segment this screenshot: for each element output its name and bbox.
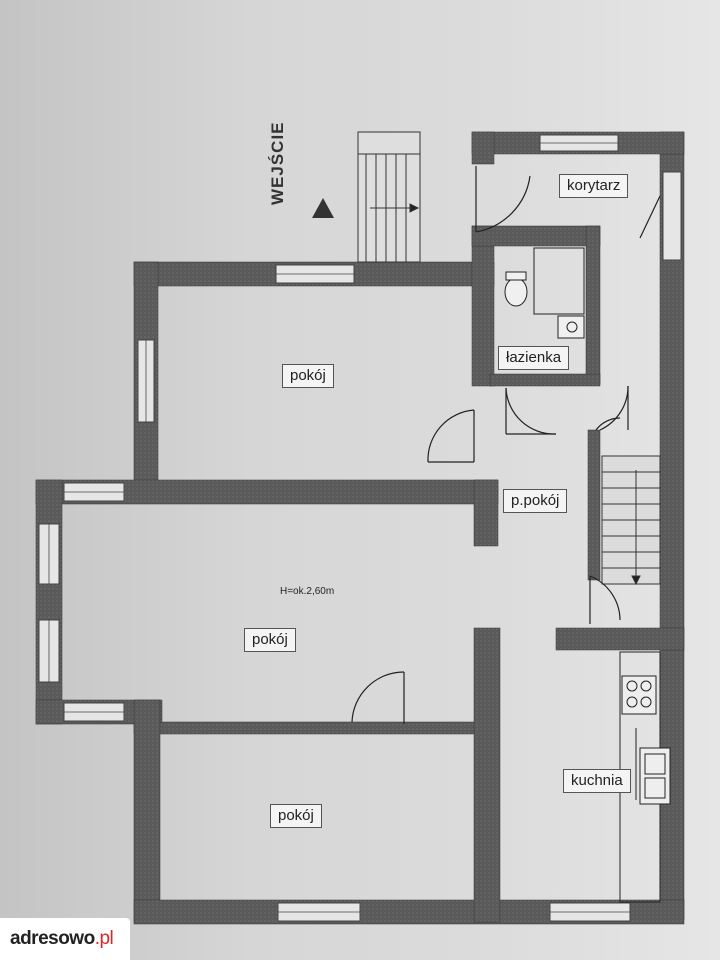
wall-bath-west [471,225,495,387]
sink [557,315,585,339]
toilet [504,277,528,307]
wall-hall-pillar [473,479,499,547]
wall-kitchen-north [555,627,685,651]
entrance-stairs [357,131,421,263]
internal-stairs [601,455,661,586]
wall-bath-south [489,373,601,387]
windows [38,134,682,922]
room-label-room-top: pokój [282,364,334,388]
kitchen-fixtures [619,651,671,903]
entrance-arrow [312,198,334,218]
logo-brand: adresowo [10,928,95,949]
bathroom-door [505,387,557,435]
room-label-bathroom: łazienka [498,346,570,370]
walls [35,131,685,925]
wall-bath-east [585,225,601,385]
entrance-door [475,166,531,233]
adresowo-logo[interactable]: adresowo.pl [0,918,130,960]
wall-kitchen-west [473,627,501,923]
kitchen-door [589,575,621,624]
wall-west-bay [35,479,63,725]
wall-west-bottom [133,699,161,923]
bottom-room-door [351,671,405,724]
shower [533,247,585,315]
room-label-hall: p.pokój [503,489,568,513]
window-east-corridor [662,171,682,261]
stove [621,675,657,715]
logo-tld: .pl [94,928,114,949]
entrance-label: WEJŚCIE [268,121,287,205]
wall-mid-south-b [133,721,497,735]
room-label-room-bottom: pokój [270,804,322,828]
bathroom-fixtures [504,247,585,339]
wall-bath-north [471,225,601,247]
room-label-room-middle: pokój [244,628,296,652]
wall-stair-west [587,429,601,581]
room-label-kitchen: kuchnia [563,769,631,793]
top-room-door [427,409,475,463]
room-label-corridor: korytarz [559,174,629,198]
ceiling-height: H=ok.2,60m [280,586,335,597]
wall-corridor-west [471,131,495,165]
